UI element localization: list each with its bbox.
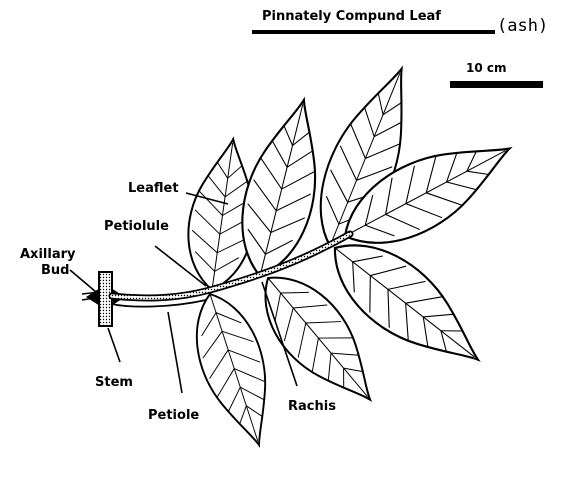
rachis-leader — [261, 281, 298, 387]
stem-leader — [107, 327, 121, 363]
petiole — [111, 299, 207, 308]
stem-label: Stem — [95, 375, 133, 390]
diagram-subtitle: (ash) — [497, 16, 548, 36]
petiolule-label: Petiolule — [104, 219, 169, 234]
leaflet-label: Leaflet — [128, 181, 179, 196]
axillary-bud-label-line1: Axillary — [20, 247, 76, 262]
petiole-leader — [167, 311, 183, 394]
scale-bar — [450, 81, 543, 88]
rachis-label: Rachis — [288, 399, 336, 414]
axillary-bud-leader — [69, 269, 97, 293]
axillary-bud-label-line2: Bud — [41, 263, 69, 278]
leaflet-leader — [185, 192, 229, 205]
rachis — [108, 230, 354, 302]
scale-label: 10 cm — [466, 61, 507, 75]
diagram-title: Pinnately Compund Leaf — [262, 9, 441, 24]
petiole-label: Petiole — [148, 408, 199, 423]
petiolule-leader — [154, 245, 207, 287]
stem — [98, 271, 113, 327]
